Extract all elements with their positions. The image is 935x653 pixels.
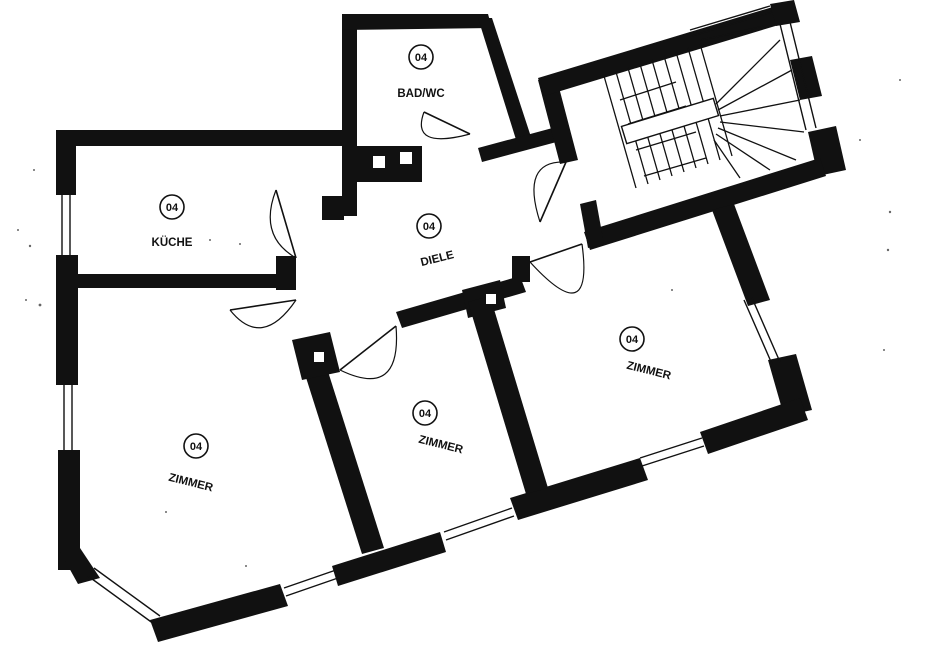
wall-bath-door-stub <box>322 196 344 220</box>
room-label-zimmer-middle: 04 ZIMMER <box>412 400 465 457</box>
wall-stair-left <box>538 76 578 164</box>
room-number-diele: 04 <box>423 221 436 233</box>
window-stair-right <box>779 21 817 131</box>
door-stair <box>539 161 567 223</box>
wall-stair-top <box>538 6 782 96</box>
wall-right-room-inner <box>712 204 770 306</box>
door-bath <box>423 111 471 135</box>
wall-bottom-right <box>700 398 808 454</box>
room-number-zimmer-left: 04 <box>190 441 203 453</box>
staircase <box>603 25 805 189</box>
wall-bottom-left <box>150 584 288 642</box>
bath-shaft <box>356 146 422 182</box>
wall-kitchen-top <box>56 130 346 146</box>
room-label-kueche: 04 KÜCHE <box>152 194 193 249</box>
wall-bath-bottom-right <box>478 126 564 162</box>
wall-stair-bottom <box>584 158 826 250</box>
wall-kitchen-right-stub <box>276 256 296 290</box>
room-label-zimmer-right: 04 ZIMMER <box>619 326 673 383</box>
room-name-bad: BAD/WC <box>397 88 444 100</box>
wall-mid-room-left <box>296 340 384 554</box>
wall-bath-left <box>342 16 357 216</box>
room-name-zimmer-middle: ZIMMER <box>417 434 465 457</box>
room-name-zimmer-left: ZIMMER <box>167 472 215 495</box>
window-left-lower <box>63 385 73 450</box>
window-bath-top <box>689 5 773 37</box>
window-bottom-left <box>283 569 339 597</box>
room-label-diele: 04 DIELE <box>416 213 455 269</box>
wall-hall-bottom <box>396 276 526 328</box>
wall-right-corner <box>768 354 812 416</box>
wall-stair-right-upper <box>770 0 800 26</box>
wall-mid-room-right <box>468 296 548 494</box>
doors <box>229 111 585 380</box>
wall-left-bottom-corner <box>58 548 100 584</box>
window-bottom-right <box>639 437 705 467</box>
wall-bath-right <box>478 18 532 146</box>
windows <box>61 5 817 625</box>
door-kitchen <box>275 189 297 259</box>
wall-bottom-mid <box>332 532 446 586</box>
room-number-zimmer-right: 04 <box>626 334 639 346</box>
door-zimmer-middle <box>339 325 397 371</box>
wall-left-lower <box>58 450 80 570</box>
room-number-zimmer-middle: 04 <box>419 408 432 420</box>
wall-hall-bottom-stub <box>512 256 530 282</box>
room-name-diele: DIELE <box>419 249 455 269</box>
wall-stair-right <box>790 56 822 100</box>
room-label-bad: 04 BAD/WC <box>397 44 445 100</box>
room-label-zimmer-left: 04 ZIMMER <box>167 433 215 495</box>
window-right <box>743 297 781 365</box>
window-left-upper <box>61 195 71 255</box>
wall-bottom-mid-right <box>510 458 648 520</box>
door-zimmer-right <box>529 243 583 263</box>
walls <box>56 0 846 642</box>
wall-stair-stub <box>580 200 604 248</box>
wall-bath-top <box>342 14 492 30</box>
window-left-bottom-diagonal <box>87 567 161 625</box>
room-number-bad: 04 <box>415 52 428 64</box>
scan-specks <box>17 79 901 567</box>
wall-kitchen-bottom <box>70 274 285 288</box>
door-zimmer-left <box>229 299 297 311</box>
room-name-kueche: KÜCHE <box>152 236 193 249</box>
room-number-kueche: 04 <box>166 202 179 214</box>
wall-left-upper <box>56 133 76 195</box>
room-name-zimmer-right: ZIMMER <box>625 360 673 383</box>
window-bottom-mid <box>443 507 515 541</box>
